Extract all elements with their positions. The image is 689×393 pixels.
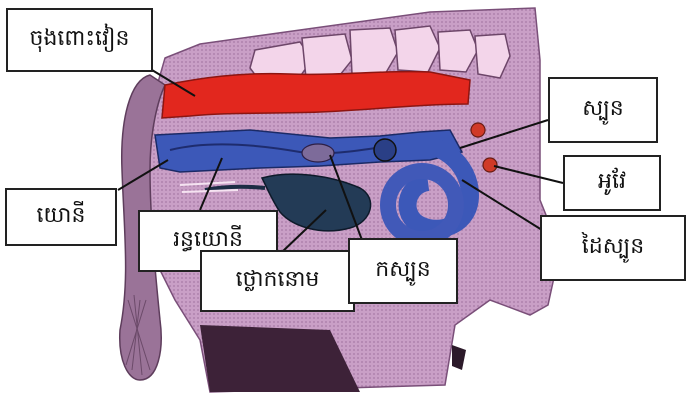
label-vagina: យោនី [5,188,117,246]
label-uterine-horn: ដៃស្បូន [540,215,686,281]
leg-stub [452,345,466,370]
label-cervix: កស្បូន [348,238,458,304]
label-uterus: ស្បូន [548,77,658,143]
cervix-icon [302,144,334,162]
label-bladder: ថ្លោកនោម [200,250,355,312]
ovary-icon-2 [483,158,497,172]
label-rectum: ចុងពោះវៀន [6,8,153,72]
uterus-icon [374,139,396,161]
ovary-icon [471,123,485,137]
label-ovary: អូវែ [563,155,661,211]
